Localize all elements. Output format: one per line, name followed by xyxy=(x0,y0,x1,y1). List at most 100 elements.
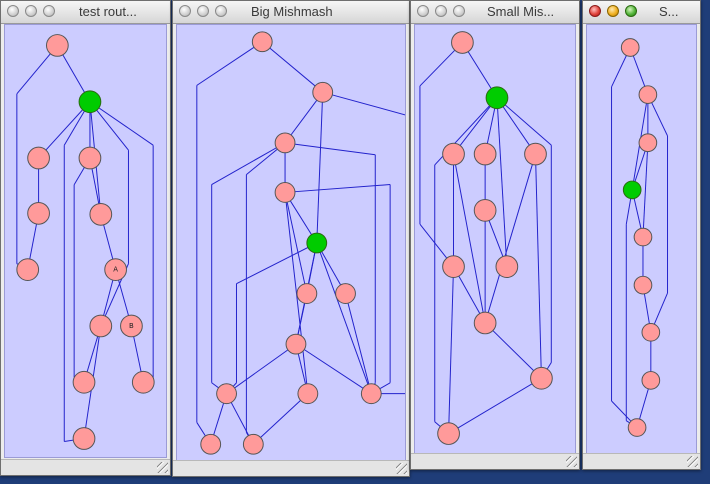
minimize-button[interactable] xyxy=(25,5,37,17)
graph-node[interactable] xyxy=(27,146,50,170)
graph-svg[interactable] xyxy=(415,25,575,453)
resize-grip-icon[interactable] xyxy=(566,456,577,467)
window-s[interactable]: S... xyxy=(582,0,701,470)
graph-node[interactable] xyxy=(216,383,237,405)
graph-node[interactable] xyxy=(641,371,661,390)
graph-node[interactable] xyxy=(473,311,497,335)
graph-node[interactable] xyxy=(120,314,143,338)
graph-node[interactable] xyxy=(633,227,653,247)
graph-node[interactable] xyxy=(45,34,69,57)
graph-edge xyxy=(261,41,324,93)
graph-node[interactable] xyxy=(274,182,296,203)
graph-node-selected[interactable] xyxy=(485,86,509,110)
graph-node[interactable] xyxy=(89,314,113,338)
graph-node[interactable] xyxy=(473,142,497,166)
graph-edge xyxy=(211,142,286,185)
graph-node[interactable] xyxy=(524,142,547,166)
graph-node[interactable] xyxy=(638,133,658,153)
graph-node[interactable] xyxy=(641,322,661,342)
close-button[interactable] xyxy=(417,5,429,17)
graph-svg[interactable] xyxy=(177,25,405,460)
graph-node[interactable] xyxy=(16,258,40,282)
graph-node-selected[interactable] xyxy=(622,180,642,200)
window-title: S... xyxy=(659,4,679,19)
zoom-button[interactable] xyxy=(215,5,227,17)
graph-node[interactable] xyxy=(473,199,497,222)
graph-node[interactable] xyxy=(495,255,519,279)
zoom-button[interactable] xyxy=(43,5,55,17)
minimize-button[interactable] xyxy=(197,5,209,17)
graph-node[interactable] xyxy=(442,255,465,279)
graph-node[interactable] xyxy=(437,422,460,445)
graph-node[interactable] xyxy=(296,283,318,304)
graph-edge xyxy=(38,101,91,159)
zoom-button[interactable] xyxy=(453,5,465,17)
graph-node[interactable] xyxy=(633,275,653,295)
window-title: Small Mis... xyxy=(487,4,555,19)
graph-node[interactable] xyxy=(131,370,155,394)
graph-edge xyxy=(496,97,552,146)
graph-node-label: B xyxy=(129,322,134,330)
graph-node[interactable] xyxy=(627,418,647,437)
graph-node[interactable] xyxy=(72,370,96,394)
resize-grip-icon[interactable] xyxy=(396,463,407,474)
status-bar xyxy=(583,453,700,469)
minimize-button[interactable] xyxy=(607,5,619,17)
graph-svg[interactable]: AB xyxy=(5,25,166,457)
graph-node[interactable] xyxy=(312,81,334,103)
graph-node[interactable] xyxy=(104,258,127,282)
graph-canvas[interactable] xyxy=(586,24,697,454)
graph-node[interactable] xyxy=(638,85,658,104)
window-titlebar[interactable]: Small Mis... xyxy=(411,1,579,24)
window-big-mishmash[interactable]: Big Mishmash xyxy=(172,0,410,477)
graph-edge xyxy=(345,293,372,394)
graph-node[interactable] xyxy=(620,38,640,57)
graph-edge xyxy=(484,322,542,379)
graph-edge xyxy=(448,266,455,434)
graph-edge xyxy=(484,153,536,324)
graph-node[interactable] xyxy=(274,132,296,154)
resize-grip-icon[interactable] xyxy=(157,462,168,473)
graph-node[interactable] xyxy=(242,433,264,455)
window-titlebar[interactable]: S... xyxy=(583,1,700,24)
graph-node[interactable] xyxy=(27,201,50,225)
minimize-button[interactable] xyxy=(435,5,447,17)
status-bar xyxy=(173,460,409,476)
window-small-mishmash[interactable]: Small Mis... xyxy=(410,0,580,470)
graph-edge xyxy=(196,41,263,86)
graph-node[interactable] xyxy=(72,427,96,450)
graph-node[interactable] xyxy=(200,433,222,455)
graph-node[interactable] xyxy=(451,31,474,54)
graph-node[interactable] xyxy=(530,366,553,390)
close-button[interactable] xyxy=(179,5,191,17)
graph-canvas[interactable] xyxy=(414,24,576,454)
graph-node[interactable] xyxy=(285,333,307,355)
graph-node[interactable] xyxy=(89,202,113,226)
graph-node[interactable] xyxy=(360,383,382,405)
resize-grip-icon[interactable] xyxy=(687,456,698,467)
graph-node-selected[interactable] xyxy=(78,90,102,114)
graph-edge xyxy=(226,343,297,395)
graph-node[interactable] xyxy=(251,31,273,53)
window-title: test rout... xyxy=(79,4,137,19)
graph-node[interactable] xyxy=(297,383,319,405)
window-titlebar[interactable]: test rout... xyxy=(1,1,170,24)
graph-canvas[interactable] xyxy=(176,24,406,461)
graph-node[interactable] xyxy=(78,146,102,170)
graph-edge xyxy=(448,377,542,434)
graph-edge xyxy=(496,97,536,155)
graph-svg[interactable] xyxy=(587,25,696,453)
close-button[interactable] xyxy=(589,5,601,17)
graph-node-selected[interactable] xyxy=(306,232,328,254)
graph-edge xyxy=(89,101,154,146)
graph-node[interactable] xyxy=(442,142,465,166)
zoom-button[interactable] xyxy=(625,5,637,17)
graph-edge xyxy=(284,142,376,156)
window-titlebar[interactable]: Big Mishmash xyxy=(173,1,409,24)
close-button[interactable] xyxy=(7,5,19,17)
graph-node[interactable] xyxy=(335,283,356,304)
graph-edge xyxy=(284,192,309,394)
graph-edge xyxy=(316,92,324,244)
